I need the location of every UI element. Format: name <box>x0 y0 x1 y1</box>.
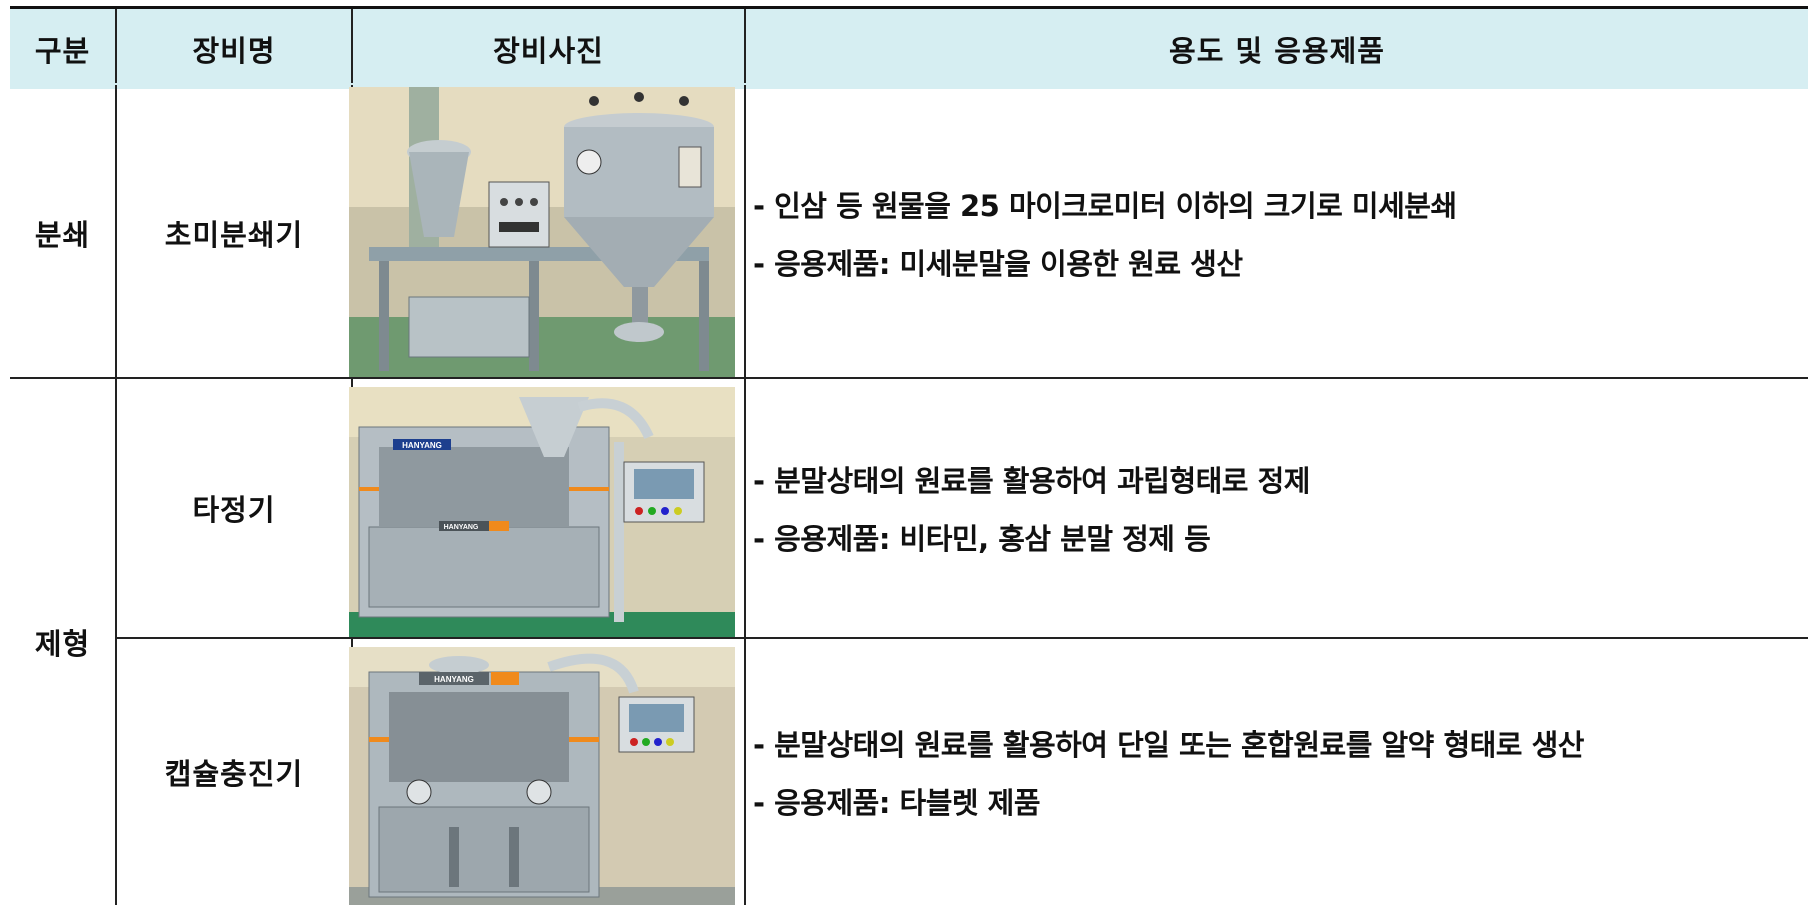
row-divider <box>115 637 1808 639</box>
equipment-name-cell: 캡슐충진기 <box>164 757 304 791</box>
usage-line: - 인삼 등 원물을 25 마이크로미터 이하의 크기로 미세분쇄 <box>753 189 1457 223</box>
grid-line <box>115 9 117 905</box>
equipment-name-cell: 초미분쇄기 <box>164 218 304 252</box>
equipment-table: 구분 장비명 장비사진 용도 및 응용제품 분쇄 초미분쇄기 <box>10 6 1808 905</box>
usage-cell: - 분말상태의 원료를 활용하여 과립형태로 정제 - 응용제품: 비타민, 홍… <box>753 379 1310 637</box>
equipment-photo-micronizer <box>349 87 735 377</box>
grid-line <box>744 9 746 905</box>
header-category: 구분 <box>10 9 115 89</box>
tablet-press-image: HANYANG HANYANG <box>349 387 735 637</box>
category-cell: 제형 <box>34 627 91 661</box>
usage-line: - 분말상태의 원료를 활용하여 단일 또는 혼합원료를 알약 형태로 생산 <box>753 728 1584 762</box>
capsule-filler-brand: HANYANG <box>434 675 474 684</box>
equipment-name-cell: 타정기 <box>192 493 276 527</box>
usage-line: - 응용제품: 미세분말을 이용한 원료 생산 <box>753 247 1243 281</box>
equipment-photo-capsule-filler: HANYANG <box>349 647 735 905</box>
header-equipment-name: 장비명 <box>117 9 351 89</box>
table-top-border <box>10 6 1808 9</box>
usage-line: - 응용제품: 타블렛 제품 <box>753 786 1041 820</box>
usage-line: - 분말상태의 원료를 활용하여 과립형태로 정제 <box>753 464 1310 498</box>
tablet-press-label: HANYANG <box>444 524 479 531</box>
category-cell: 분쇄 <box>34 218 91 252</box>
equipment-photo-tablet-press: HANYANG HANYANG <box>349 387 735 637</box>
header-fill <box>10 83 1808 85</box>
capsule-filler-image: HANYANG <box>349 647 735 905</box>
tablet-press-brand: HANYANG <box>402 441 442 450</box>
usage-line: - 응용제품: 비타민, 홍삼 분말 정제 등 <box>753 522 1211 556</box>
header-usage: 용도 및 응용제품 <box>746 9 1808 89</box>
micronizer-image <box>349 87 735 377</box>
header-equipment-photo: 장비사진 <box>353 9 744 89</box>
usage-cell: - 분말상태의 원료를 활용하여 단일 또는 혼합원료를 알약 형태로 생산 -… <box>753 639 1584 905</box>
usage-cell: - 인삼 등 원물을 25 마이크로미터 이하의 크기로 미세분쇄 - 응용제품… <box>753 89 1457 377</box>
row-divider <box>10 377 1808 379</box>
